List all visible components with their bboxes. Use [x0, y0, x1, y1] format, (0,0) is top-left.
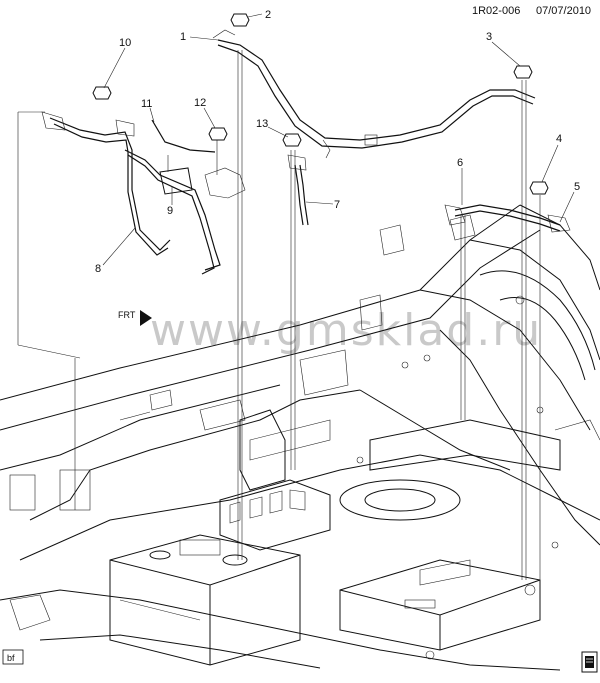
front-arrow-label: FRT — [118, 310, 136, 320]
battery-sensor — [151, 119, 246, 199]
nut-12 — [208, 127, 228, 141]
callout-5: 5 — [574, 181, 580, 193]
manual-book-icon — [581, 651, 598, 673]
corner-tag: bf — [2, 649, 24, 665]
callout-1: 1 — [180, 31, 186, 43]
callout-7: 7 — [334, 199, 340, 211]
front-direction-arrow: FRT — [118, 310, 152, 326]
callout-9: 9 — [167, 205, 173, 217]
fuse-block — [219, 409, 331, 551]
callout-12: 12 — [194, 97, 206, 109]
callout-6: 6 — [457, 157, 463, 169]
nut-2 — [230, 13, 250, 27]
corner-tag-label: bf — [7, 653, 15, 663]
callout-8: 8 — [95, 263, 101, 275]
watermark: www.gmsklad.ru — [150, 305, 542, 356]
reference-lines — [17, 50, 541, 580]
leader-lines — [102, 13, 575, 266]
nut-3 — [513, 65, 533, 79]
power-module — [339, 559, 541, 660]
figure-date: 07/07/2010 — [536, 5, 591, 17]
callout-3: 3 — [486, 31, 492, 43]
cable-7 — [287, 154, 309, 226]
arrow-right-icon — [140, 310, 152, 326]
cable-harness-8 — [41, 111, 221, 275]
fasteners — [92, 13, 549, 195]
callout-10: 10 — [119, 37, 131, 49]
ground-cable-rear — [444, 204, 571, 233]
nut-13 — [282, 133, 302, 147]
battery — [109, 534, 301, 666]
callouts: 1 2 3 4 5 6 7 8 9 10 11 12 13 — [95, 9, 580, 275]
vehicle-body-structure — [0, 204, 600, 671]
positive-battery-cable — [212, 29, 536, 159]
callout-2: 2 — [265, 9, 271, 21]
nut-10 — [92, 86, 112, 100]
figure-id: 1R02-006 — [472, 5, 520, 17]
callout-11: 11 — [141, 98, 152, 110]
nut-4 — [529, 181, 549, 195]
callout-13: 13 — [256, 118, 268, 130]
callout-4: 4 — [556, 133, 562, 145]
